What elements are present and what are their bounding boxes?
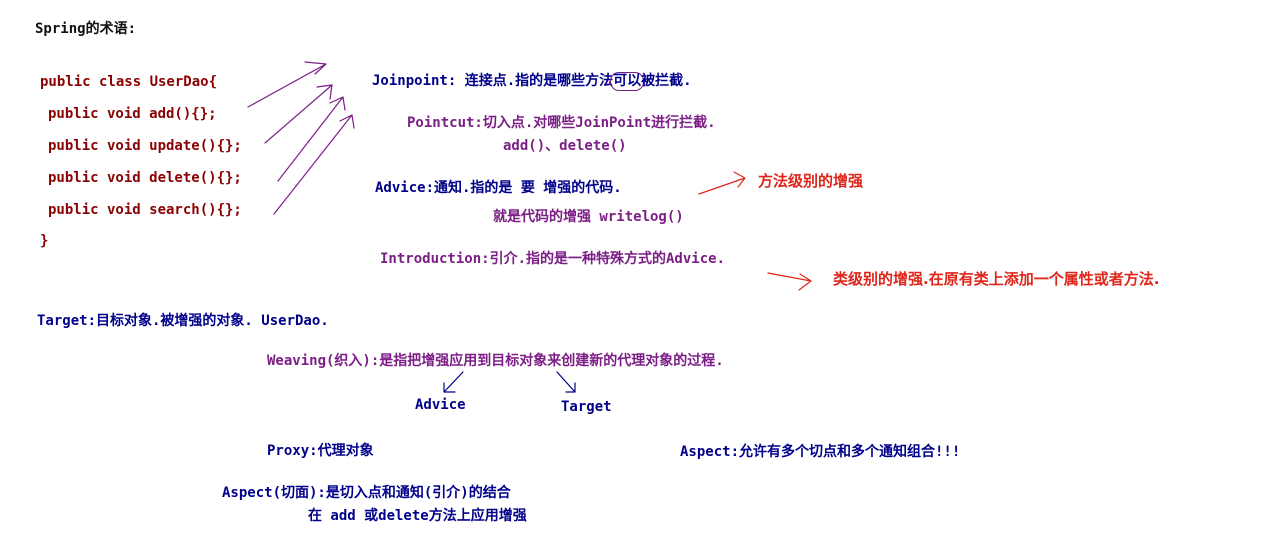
advice-example: 就是代码的增强 writelog() xyxy=(493,209,684,225)
aspect-example: 在 add 或delete方法上应用增强 xyxy=(308,508,527,524)
joinpoint-text: 连接点.指的是哪些方法 xyxy=(456,73,614,89)
arrow-delete-to-joinpoint xyxy=(277,96,346,182)
advice-note: 方法级别的增强 xyxy=(758,172,864,190)
introduction-definition: Introduction:引介.指的是一种特殊方式的Advice. xyxy=(380,251,726,267)
arrow-search-to-joinpoint xyxy=(273,114,355,215)
arrow-add-to-joinpoint xyxy=(247,61,327,108)
aspect-definition: Aspect(切面):是切入点和通知(引介)的结合 xyxy=(222,485,511,501)
target-definition: Target:目标对象.被增强的对象. UserDao. xyxy=(37,313,329,329)
arrow-introduction-note xyxy=(767,272,812,291)
arrow-weaving-target xyxy=(556,371,576,393)
joinpoint-circled-word: 可以 xyxy=(610,72,645,91)
code-line-class: public class UserDao{ xyxy=(40,74,218,90)
arrow-update-to-joinpoint xyxy=(264,84,333,144)
arrow-weaving-advice xyxy=(443,371,464,393)
code-line-add: public void add(){}; xyxy=(48,106,217,122)
page-title: Spring的术语: xyxy=(35,21,137,37)
advice-definition: Advice:通知.指的是 要 增强的代码. xyxy=(375,180,622,196)
weaving-definition: Weaving(织入):是指把增强应用到目标对象来创建新的代理对象的过程. xyxy=(267,353,724,369)
arrow-advice-note xyxy=(698,171,746,195)
joinpoint-definition: Joinpoint: 连接点.指的是哪些方法可以被拦截. xyxy=(372,72,692,91)
code-line-close: } xyxy=(40,233,49,249)
aspect-multiple-definition: Aspect:允许有多个切点和多个通知组合!!! xyxy=(680,444,961,460)
introduction-note: 类级别的增强.在原有类上添加一个属性或者方法. xyxy=(833,270,1160,288)
joinpoint-term: Joinpoint: xyxy=(372,73,457,89)
proxy-definition: Proxy:代理对象 xyxy=(267,443,374,459)
weaving-advice-label: Advice xyxy=(415,397,466,413)
weaving-target-label: Target xyxy=(561,399,612,415)
joinpoint-text-end: 被拦截. xyxy=(641,73,692,89)
pointcut-example: add()、delete() xyxy=(503,138,627,154)
code-line-delete: public void delete(){}; xyxy=(48,170,242,186)
pointcut-definition: Pointcut:切入点.对哪些JoinPoint进行拦截. xyxy=(407,115,716,131)
code-line-update: public void update(){}; xyxy=(48,138,242,154)
code-line-search: public void search(){}; xyxy=(48,202,242,218)
